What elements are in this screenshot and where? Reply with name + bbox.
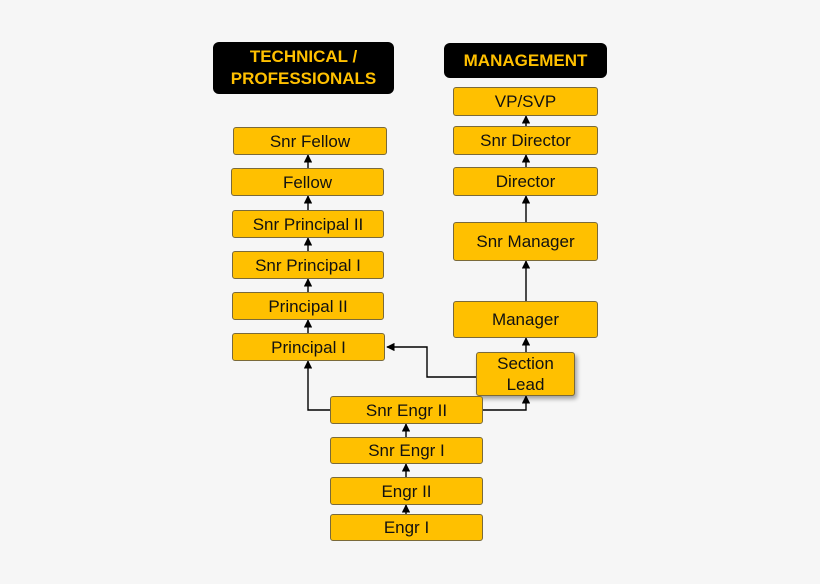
node-principal-ii: Principal II xyxy=(232,292,384,320)
node-snr-engr-ii: Snr Engr II xyxy=(330,396,483,424)
node-snr-principal-ii: Snr Principal II xyxy=(232,210,384,238)
arrow-section-lead-to-principal-i xyxy=(386,342,476,378)
node-director: Director xyxy=(453,167,598,196)
node-manager: Manager xyxy=(453,301,598,338)
node-engr-i: Engr I xyxy=(330,514,483,541)
node-section-lead: Section Lead xyxy=(476,352,575,396)
arrow-snr-engr-ii-to-principal-i xyxy=(303,360,330,411)
node-snr-principal-i: Snr Principal I xyxy=(232,251,384,279)
node-engr-ii: Engr II xyxy=(330,477,483,505)
node-fellow: Fellow xyxy=(231,168,384,196)
management-header: MANAGEMENT xyxy=(444,43,607,78)
node-snr-fellow: Snr Fellow xyxy=(233,127,387,155)
node-snr-director: Snr Director xyxy=(453,126,598,155)
arrow-snr-engr-ii-to-section-lead xyxy=(483,395,531,411)
node-snr-engr-i: Snr Engr I xyxy=(330,437,483,464)
node-vp-svp: VP/SVP xyxy=(453,87,598,116)
technical-professionals-header: TECHNICAL / PROFESSIONALS xyxy=(213,42,394,94)
node-principal-i: Principal I xyxy=(232,333,385,361)
node-snr-manager: Snr Manager xyxy=(453,222,598,261)
